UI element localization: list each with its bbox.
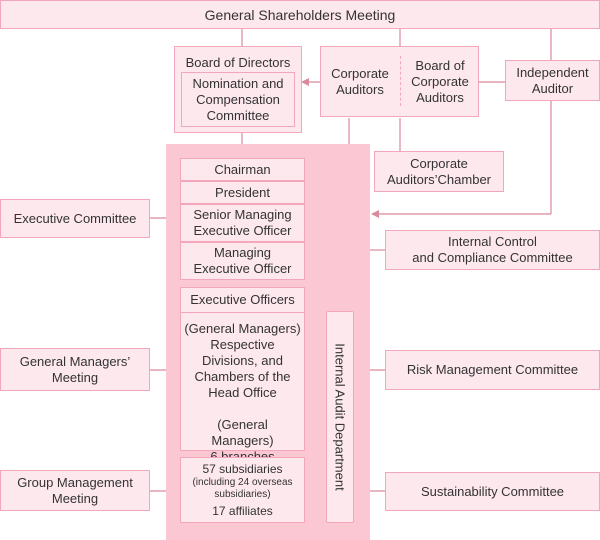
senior-managing-officer-label: Senior Managing Executive Officer xyxy=(193,207,292,238)
auditors-divider xyxy=(400,56,401,106)
sustainability-committee-label: Sustainability Committee xyxy=(420,483,565,499)
group-management-meeting-label: Group Management Meeting xyxy=(17,474,133,506)
overseas-subsidiaries-note: (including 24 overseas subsidiaries) xyxy=(192,476,293,500)
auditors-chamber-box: Corporate Auditors’Chamber xyxy=(374,151,504,192)
internal-control-committee-box: Internal Control and Compliance Committe… xyxy=(385,230,600,270)
subsidiaries-box: 57 subsidiaries (including 24 overseas s… xyxy=(180,457,305,523)
risk-management-committee-box: Risk Management Committee xyxy=(385,350,600,390)
internal-control-committee-label: Internal Control and Compliance Committe… xyxy=(412,234,573,265)
independent-auditor-label: Independent Auditor xyxy=(516,64,589,96)
affiliates-count: 17 affiliates xyxy=(212,503,273,518)
subsidiaries-count: 57 subsidiaries xyxy=(202,461,283,476)
sustainability-committee-box: Sustainability Committee xyxy=(385,472,600,511)
auditors-chamber-label: Corporate Auditors’Chamber xyxy=(386,155,492,187)
executive-officers-box: Executive Officers (General Managers) Re… xyxy=(180,287,305,464)
corporate-auditors-label-area: Corporate Auditors xyxy=(320,46,400,117)
executive-committee-label: Executive Committee xyxy=(13,210,137,226)
president-label: President xyxy=(215,184,270,200)
officers-divider xyxy=(181,312,304,313)
board-corporate-auditors-label: Board of Corporate Auditors xyxy=(411,57,469,105)
managing-officer-box: Managing Executive Officer xyxy=(180,242,305,280)
independent-auditor-box: Independent Auditor xyxy=(505,60,600,101)
managing-officer-label: Managing Executive Officer xyxy=(193,245,292,276)
executive-officers-title: Executive Officers xyxy=(190,292,295,307)
board-corporate-auditors-area: Board of Corporate Auditors xyxy=(401,46,479,117)
nomination-committee-label: Nomination and Compensation Committee xyxy=(192,75,284,123)
risk-management-committee-label: Risk Management Committee xyxy=(406,362,579,377)
shareholders-meeting-label: General Shareholders Meeting xyxy=(204,6,396,23)
president-box: President xyxy=(180,181,305,204)
internal-audit-department-box: Internal Audit Department xyxy=(326,311,354,523)
executive-committee-box: Executive Committee xyxy=(0,199,150,238)
chairman-box: Chairman xyxy=(180,158,305,181)
senior-managing-officer-box: Senior Managing Executive Officer xyxy=(180,204,305,242)
shareholders-meeting-box: General Shareholders Meeting xyxy=(0,0,600,29)
group-management-meeting-box: Group Management Meeting xyxy=(0,470,150,511)
general-managers-meeting-box: General Managers’ Meeting xyxy=(0,348,150,391)
corporate-auditors-label: Corporate Auditors xyxy=(331,65,389,97)
general-managers-meeting-label: General Managers’ Meeting xyxy=(19,353,131,385)
internal-audit-department-label: Internal Audit Department xyxy=(332,343,348,491)
board-of-directors-label: Board of Directors xyxy=(185,55,291,70)
nomination-committee-box: Nomination and Compensation Committee xyxy=(181,72,295,127)
divisions-label: (General Managers) Respective Divisions,… xyxy=(184,321,301,400)
corporate-auditors-box xyxy=(320,46,479,117)
chairman-label: Chairman xyxy=(214,161,271,177)
